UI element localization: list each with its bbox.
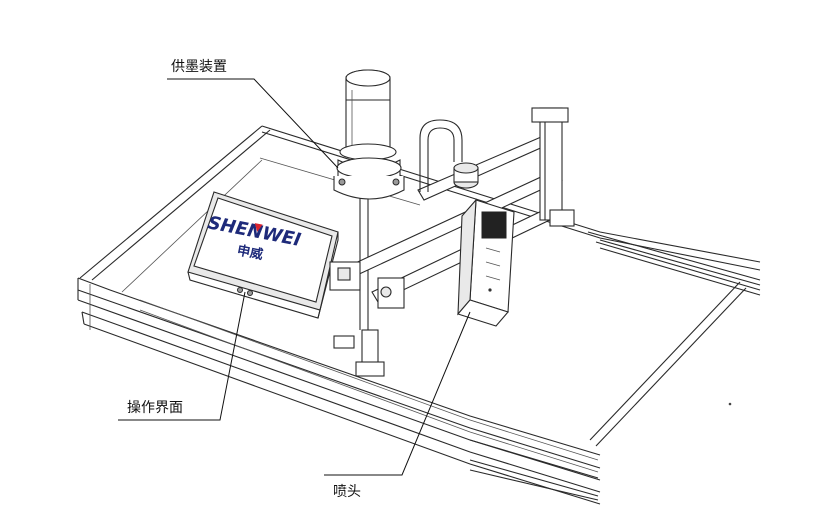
leader-print-head (324, 311, 471, 476)
leader-ink-supply (167, 78, 339, 169)
speck (728, 402, 732, 406)
ink-supply-device (333, 69, 405, 200)
leader-operation-interface (118, 291, 246, 421)
ink-hose (419, 119, 479, 192)
brand-logo-cn: 申威 (236, 242, 265, 263)
label-ink-supply: 供墨装置 (171, 59, 227, 75)
leader-lines (118, 78, 471, 476)
brand-accent-mark (254, 223, 263, 232)
control-screen (187, 191, 339, 319)
print-head (457, 198, 515, 327)
label-operation-interface: 操作界面 (127, 400, 183, 416)
base-frame (77, 125, 761, 505)
label-print-head: 喷头 (333, 484, 361, 500)
